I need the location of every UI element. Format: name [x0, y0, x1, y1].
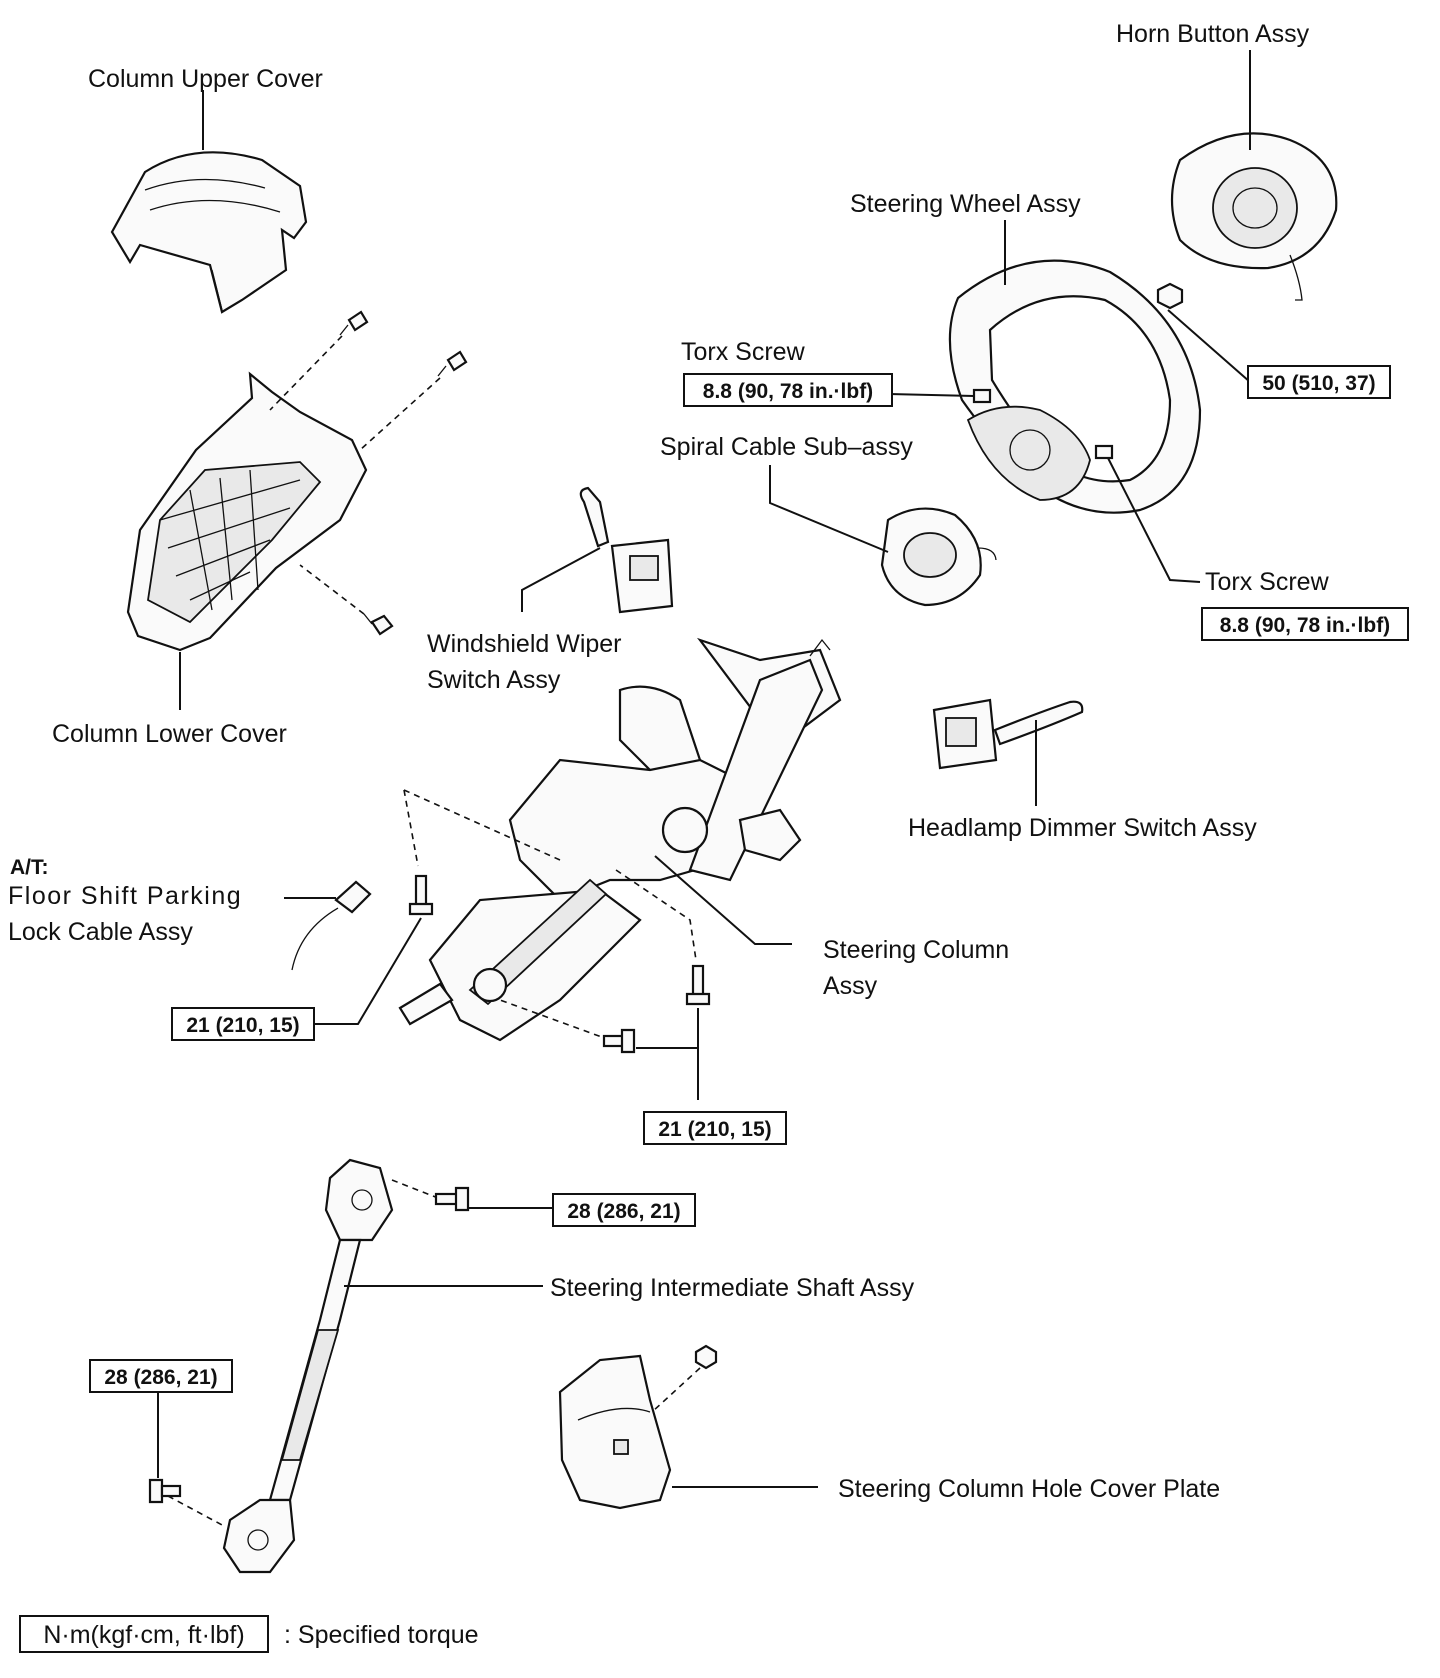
column-dash-1	[403, 789, 419, 867]
column-bolt-left	[408, 874, 434, 916]
intermediate-shaft-part	[222, 1158, 394, 1574]
label-column-lower-cover: Column Lower Cover	[52, 720, 287, 748]
label-torx-screw-1: Torx Screw	[681, 338, 806, 366]
label-column-upper-cover: Column Upper Cover	[88, 65, 323, 93]
column-bolt-bottom	[602, 1028, 636, 1054]
torque-shaft-lower: 28 (286, 21)	[104, 1366, 217, 1389]
label-torx-screw-2: Torx Screw	[1205, 568, 1330, 596]
label-wiper-switch-1: Windshield Wiper	[427, 630, 622, 658]
column-leader	[654, 855, 792, 945]
torx-screw-1-mark	[972, 388, 992, 404]
torque-column-left: 21 (210, 15)	[186, 1014, 299, 1037]
screw-3-dash	[299, 564, 365, 615]
screw-2-dash	[359, 377, 441, 451]
torque-column-bottom: 21 (210, 15)	[658, 1118, 771, 1141]
torque-shaft-upper: 28 (286, 21)	[567, 1200, 680, 1223]
legend-unit-box: N·m(kgf·cm, ft·lbf)	[43, 1621, 244, 1649]
headlamp-switch-part	[932, 698, 1084, 770]
torque-box-horn-nut: 50 (510, 37)	[1247, 365, 1391, 399]
parking-lock-cable-part	[291, 880, 372, 971]
shaft-dash-upper	[391, 1179, 439, 1199]
label-wiper-switch-2: Switch Assy	[427, 666, 561, 694]
shaft-bolt-lower	[148, 1478, 182, 1504]
column-lower-cover-part	[126, 371, 368, 652]
label-at-prefix: A/T:	[10, 856, 49, 879]
column-dash-3	[615, 869, 697, 961]
horn-nut-leader	[1167, 309, 1251, 383]
label-hole-cover-plate: Steering Column Hole Cover Plate	[838, 1475, 1220, 1503]
cover-screw-1	[339, 310, 369, 336]
wiper-switch-part	[579, 486, 674, 614]
torque-box-torx-2: 8.8 (90, 78 in.·lbf)	[1201, 607, 1409, 641]
steering-column-part	[398, 637, 842, 1042]
torque-box-torx-1: 8.8 (90, 78 in.·lbf)	[683, 373, 893, 407]
cover-screw-3	[363, 613, 394, 636]
column-left-torque-leader	[312, 917, 422, 1025]
torque-horn-nut: 50 (510, 37)	[1262, 372, 1375, 395]
torque-box-column-left: 21 (210, 15)	[171, 1007, 315, 1041]
label-spiral-cable: Spiral Cable Sub–assy	[660, 433, 913, 461]
legend: N·m(kgf·cm, ft·lbf) : Specified torque	[19, 1615, 479, 1653]
shaft-bolt-upper	[434, 1186, 470, 1212]
torque-box-shaft-lower: 28 (286, 21)	[89, 1359, 233, 1393]
spiral-cable-part	[880, 507, 997, 607]
cover-screw-2	[437, 350, 468, 377]
torx-1-leader	[888, 393, 975, 397]
column-bolt-right	[685, 964, 711, 1006]
torque-box-column-bottom: 21 (210, 15)	[643, 1111, 787, 1145]
hole-cover-dash	[651, 1367, 701, 1413]
label-parking-lock-1: Floor Shift Parking	[8, 882, 242, 910]
torque-torx-1: 8.8 (90, 78 in.·lbf)	[703, 380, 873, 403]
label-intermediate-shaft: Steering Intermediate Shaft Assy	[550, 1274, 915, 1302]
label-horn-button: Horn Button Assy	[1116, 20, 1310, 48]
hole-cover-clip	[694, 1344, 718, 1370]
torx-2-leader	[1107, 457, 1201, 583]
label-steering-wheel: Steering Wheel Assy	[850, 190, 1081, 218]
horn-nut	[1156, 282, 1184, 310]
label-parking-lock-2: Lock Cable Assy	[8, 918, 193, 946]
steering-wheel-part	[948, 259, 1202, 514]
torx-screw-2-mark	[1094, 444, 1114, 460]
column-upper-cover-part	[110, 151, 308, 314]
legend-text: : Specified torque	[284, 1621, 479, 1649]
label-headlamp-switch: Headlamp Dimmer Switch Assy	[908, 814, 1257, 842]
wiper-leader	[521, 547, 601, 612]
hole-cover-plate-part	[558, 1354, 672, 1510]
torque-torx-2: 8.8 (90, 78 in.·lbf)	[1220, 614, 1390, 637]
spiral-leader	[769, 465, 889, 553]
label-steering-column-1: Steering Column	[823, 936, 1009, 964]
label-steering-column-2: Assy	[823, 972, 878, 1000]
shaft-dash-lower	[167, 1495, 225, 1527]
torque-box-shaft-upper: 28 (286, 21)	[552, 1193, 696, 1227]
column-dash-4	[499, 999, 611, 1041]
horn-button-part	[1170, 132, 1338, 301]
